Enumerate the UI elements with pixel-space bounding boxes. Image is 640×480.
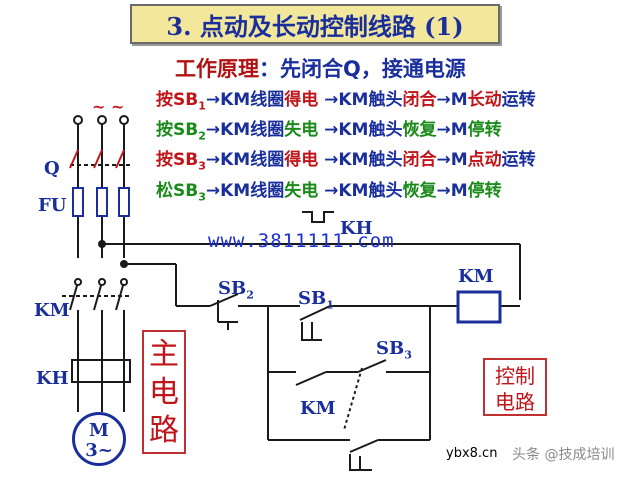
sb1-contact — [299, 305, 331, 321]
label-sb2: SB2 — [218, 278, 254, 302]
watermark-brand: 头条 @技成培训 — [512, 447, 615, 463]
sb1-push-symbol — [301, 322, 322, 341]
sb3-contact — [357, 359, 387, 373]
step-line-1: 按SB1→KM线圈得电 →KM触头闭合→M长动运转 — [156, 90, 536, 113]
step-line-2: 按SB2→KM线圈失电 →KM触头恢复→M停转 — [156, 120, 502, 143]
step-line-4: 松SB3→KM线圈失电 →KM触头恢复→M停转 — [156, 181, 502, 204]
phase-tilde: ~ ~ — [92, 97, 125, 116]
page-title: 3. 点动及长动控制线路 (1) — [166, 11, 464, 41]
sb3-nc-contact — [349, 439, 379, 453]
km-aux-contact — [295, 371, 327, 386]
fuse-1 — [72, 187, 84, 217]
label-km-coil: KM — [458, 266, 494, 287]
principle-label: 工作原理 — [175, 57, 259, 81]
label-kh-ctrl: KH — [340, 218, 373, 239]
step-line-3: 按SB3→KM线圈得电 →KM触头闭合→M点动运转 — [156, 150, 536, 173]
motor-symbol: M 3~ — [72, 412, 126, 466]
watermark-url: www.3811111.com — [208, 230, 395, 252]
label-kh-main: KH — [36, 368, 69, 389]
sb3-push-symbol — [349, 454, 372, 471]
control-circuit-box: 控制 电路 — [483, 358, 547, 416]
label-sb3: SB3 — [376, 338, 412, 362]
terminal-l2 — [97, 115, 107, 125]
kh-contact-symbol — [302, 211, 334, 223]
km-coil — [456, 290, 502, 324]
kh-thermal-relay — [71, 359, 131, 383]
terminal-l1 — [73, 115, 83, 125]
km-main-contact-1 — [69, 281, 79, 311]
label-fu: FU — [38, 195, 67, 216]
label-q: Q — [44, 158, 60, 179]
fuse-3 — [118, 187, 130, 217]
label-km-contact: KM — [300, 398, 336, 419]
fuse-2 — [96, 187, 108, 217]
terminal-l3 — [119, 115, 129, 125]
sb2-contact — [209, 293, 239, 307]
title-banner: 3. 点动及长动控制线路 (1) — [130, 4, 500, 44]
label-km-main: KM — [34, 300, 70, 321]
main-circuit-box: 主 电 路 — [142, 330, 186, 454]
watermark-site: ybx8.cn — [446, 446, 498, 461]
principle-line: 工作原理：先闭合Q，接通电源 — [175, 53, 466, 83]
label-sb1: SB1 — [298, 288, 334, 312]
sb2-push-symbol — [217, 300, 238, 330]
principle-text: ：先闭合Q，接通电源 — [259, 57, 466, 81]
